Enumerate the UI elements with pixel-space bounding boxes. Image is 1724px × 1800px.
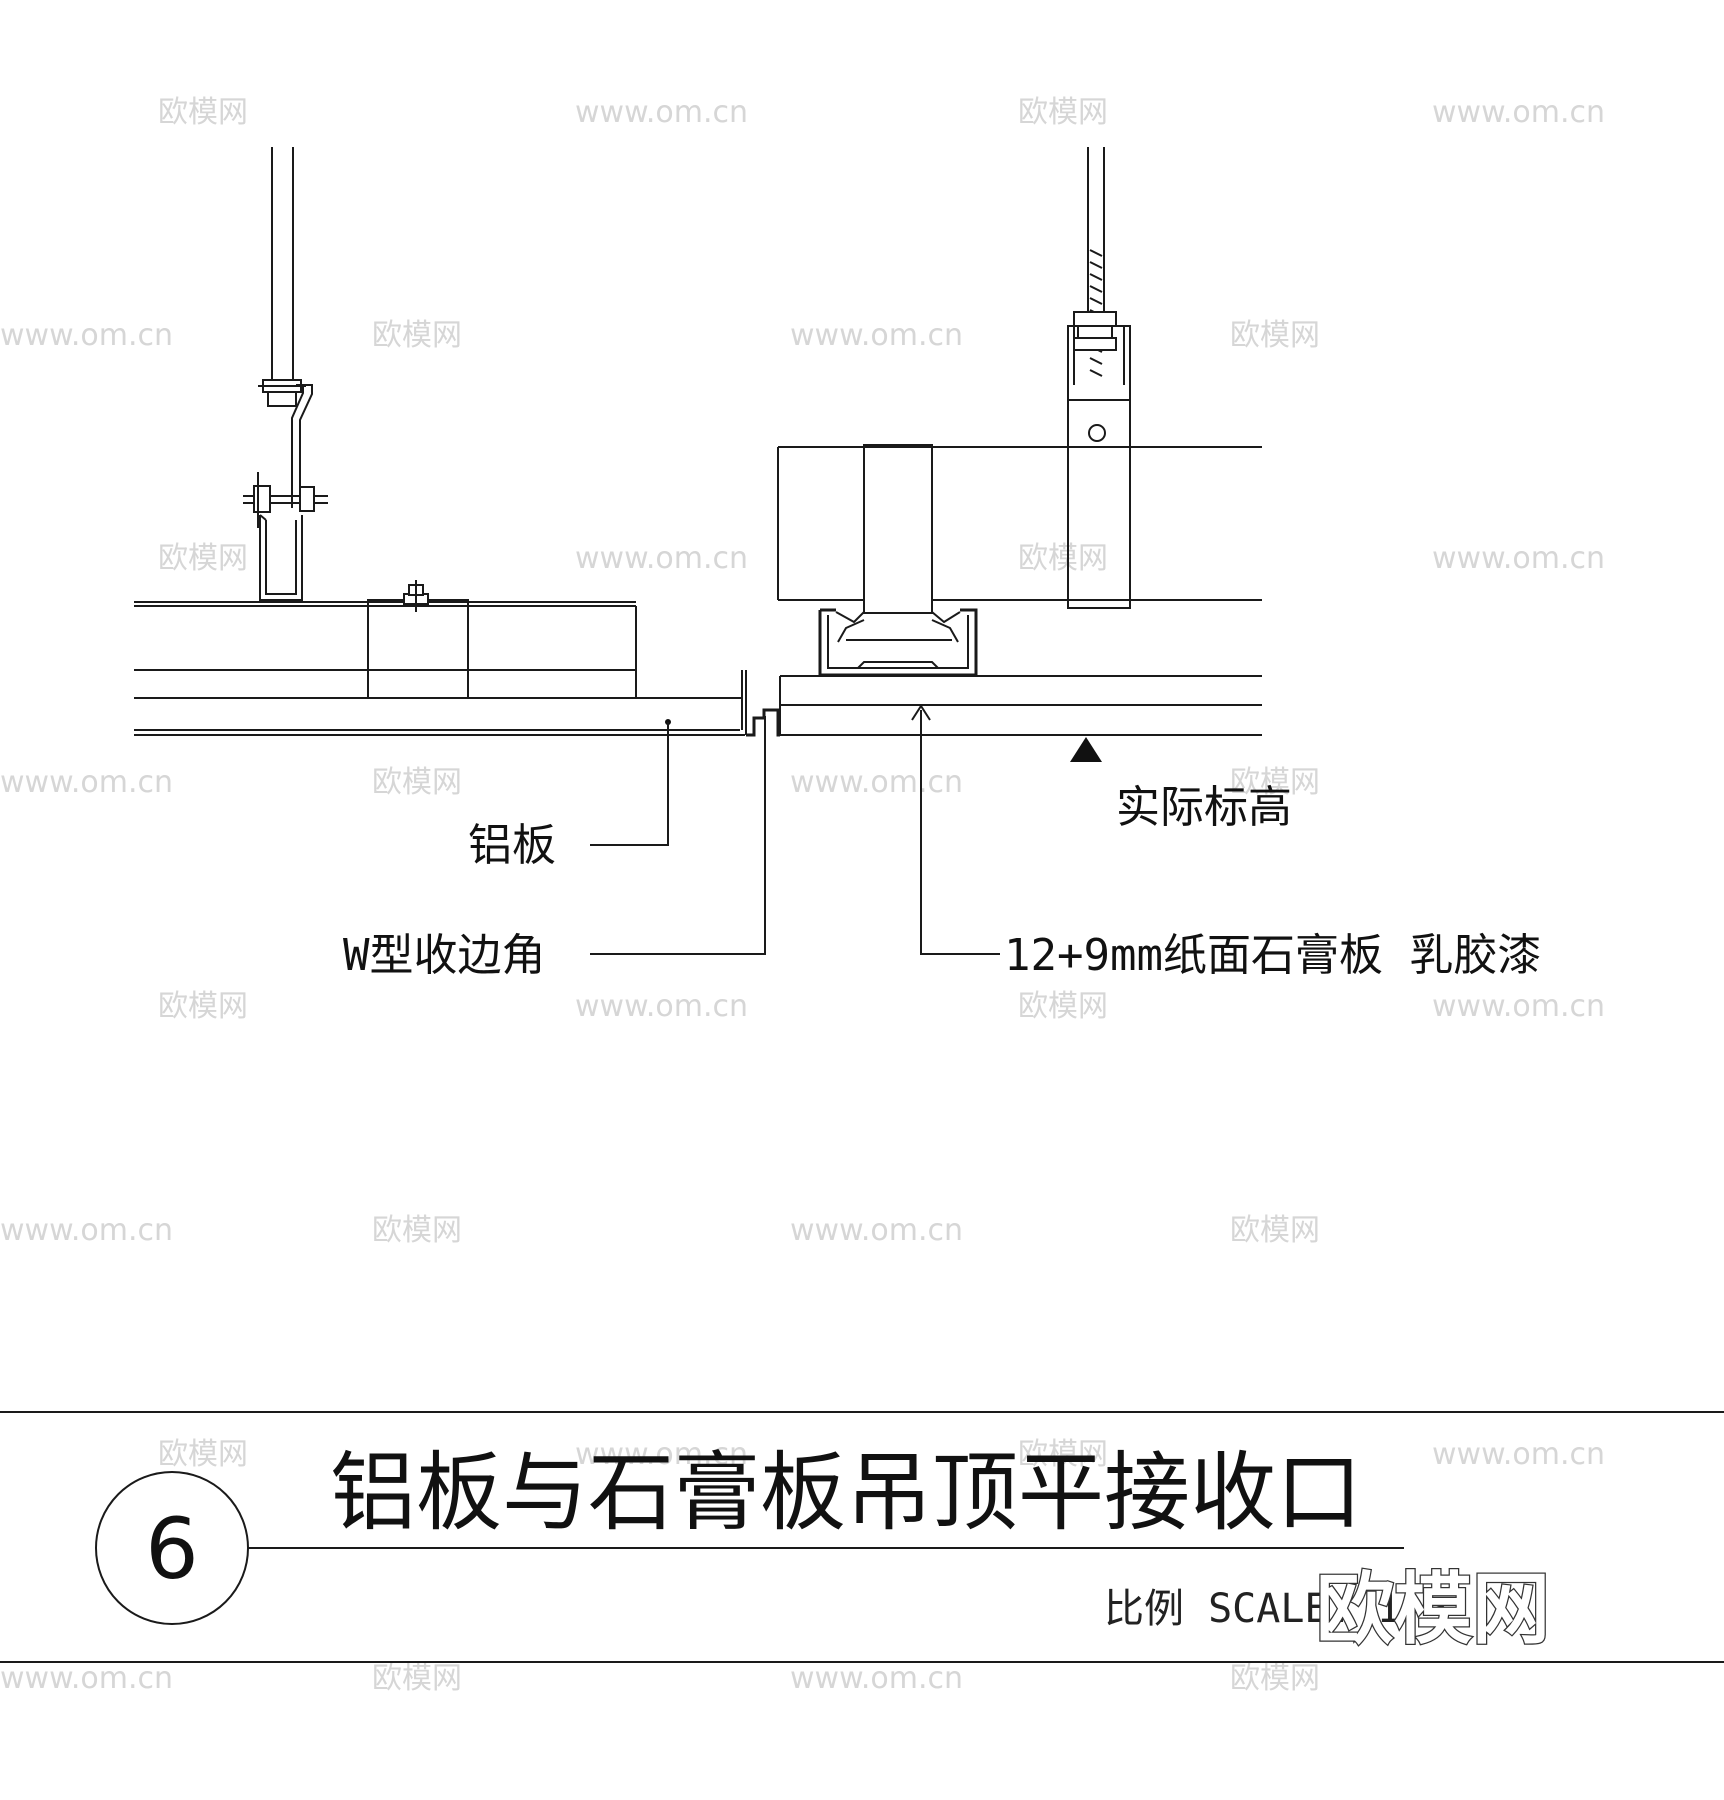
label-actual-elevation: 实际标高 <box>1116 782 1292 833</box>
left-rod-nut <box>258 379 306 407</box>
label-gypsum-board: 12+9mm纸面石膏板 乳胶漆 <box>1004 930 1541 981</box>
watermark-url: www.om.cn <box>790 1213 963 1248</box>
aluminum-keel-beam <box>134 601 637 698</box>
watermark-url: www.om.cn <box>0 318 173 353</box>
label-w-edge-trim: W型收边角 <box>343 930 546 981</box>
watermark-url: www.om.cn <box>575 95 748 130</box>
watermark-logo: 欧模网 <box>372 1661 462 1696</box>
watermark-url: www.om.cn <box>0 1213 173 1248</box>
watermark-logo: 欧模网 <box>372 318 462 353</box>
right-rod-nuts <box>1073 311 1117 351</box>
watermark-url: www.om.cn <box>790 318 963 353</box>
watermark-logo: 欧模网 <box>158 1437 248 1472</box>
left-bracket-bolt <box>243 472 328 528</box>
watermark-logo-large: 欧模网 <box>1316 1565 1550 1655</box>
left-hanger-rod <box>271 147 294 380</box>
watermark-logo: 欧模网 <box>1018 95 1108 130</box>
panel-clip <box>367 580 469 699</box>
watermark-grid: 欧模网 www.om.cn 欧模网 www.om.cn www.om.cn 欧模… <box>0 95 1605 1696</box>
main-keel <box>777 446 1262 601</box>
drawing-title: 铝板与石膏板吊顶平接收口 <box>330 1443 1362 1543</box>
left-hanger-bracket <box>296 384 313 508</box>
watermark-logo: 欧模网 <box>1018 541 1108 576</box>
annotations: 铝板 W型收边角 12+9mm纸面石膏板 乳胶漆 实际标高 <box>343 704 1541 981</box>
watermark-logo: 欧模网 <box>158 95 248 130</box>
label-aluminum-panel: 铝板 <box>468 820 556 871</box>
aluminum-panel <box>134 670 747 736</box>
w-edge-trim <box>746 708 780 737</box>
secondary-keel <box>818 608 978 677</box>
scale-label: 比例 SCALE: 1:5 <box>1104 1586 1449 1632</box>
watermark-logo: 欧模网 <box>158 989 248 1024</box>
watermark-url: www.om.cn <box>1432 541 1605 576</box>
watermark-url: www.om.cn <box>790 765 963 800</box>
aluminum-ceiling-assembly <box>134 147 780 737</box>
detail-number: 6 <box>145 1500 198 1598</box>
watermark-url: www.om.cn <box>1432 95 1605 130</box>
watermark-logo: 欧模网 <box>372 1213 462 1248</box>
watermark-logo: 欧模网 <box>1230 1661 1320 1696</box>
watermark-logo: 欧模网 <box>1230 318 1320 353</box>
watermark-url: www.om.cn <box>575 541 748 576</box>
watermark-logo: 欧模网 <box>1018 989 1108 1024</box>
watermark-url: www.om.cn <box>0 1661 173 1696</box>
watermark-logo: 欧模网 <box>1018 1437 1108 1472</box>
main-keel-hanger <box>1067 325 1131 609</box>
watermark-logo: 欧模网 <box>372 765 462 800</box>
left-carrier-channel <box>259 514 303 601</box>
elevation-marker-icon <box>1070 737 1102 762</box>
gypsum-ceiling-assembly <box>777 147 1262 762</box>
watermark-logo: 欧模网 <box>1230 1213 1320 1248</box>
watermark-url: www.om.cn <box>0 765 173 800</box>
watermark-url: www.om.cn <box>790 1661 963 1696</box>
watermark-logo: 欧模网 <box>1230 765 1320 800</box>
watermark-logo: 欧模网 <box>158 541 248 576</box>
watermark-url: www.om.cn <box>1432 989 1605 1024</box>
title-block: 6 铝板与石膏板吊顶平接收口 比例 SCALE: 1:5 <box>0 1411 1724 1663</box>
watermark-url: www.om.cn <box>575 1437 748 1472</box>
gypsum-board <box>779 675 1262 736</box>
watermark-url: www.om.cn <box>575 989 748 1024</box>
keel-connector <box>863 444 933 614</box>
watermark-url: www.om.cn <box>1432 1437 1605 1472</box>
detail-number-circle <box>95 1471 249 1625</box>
